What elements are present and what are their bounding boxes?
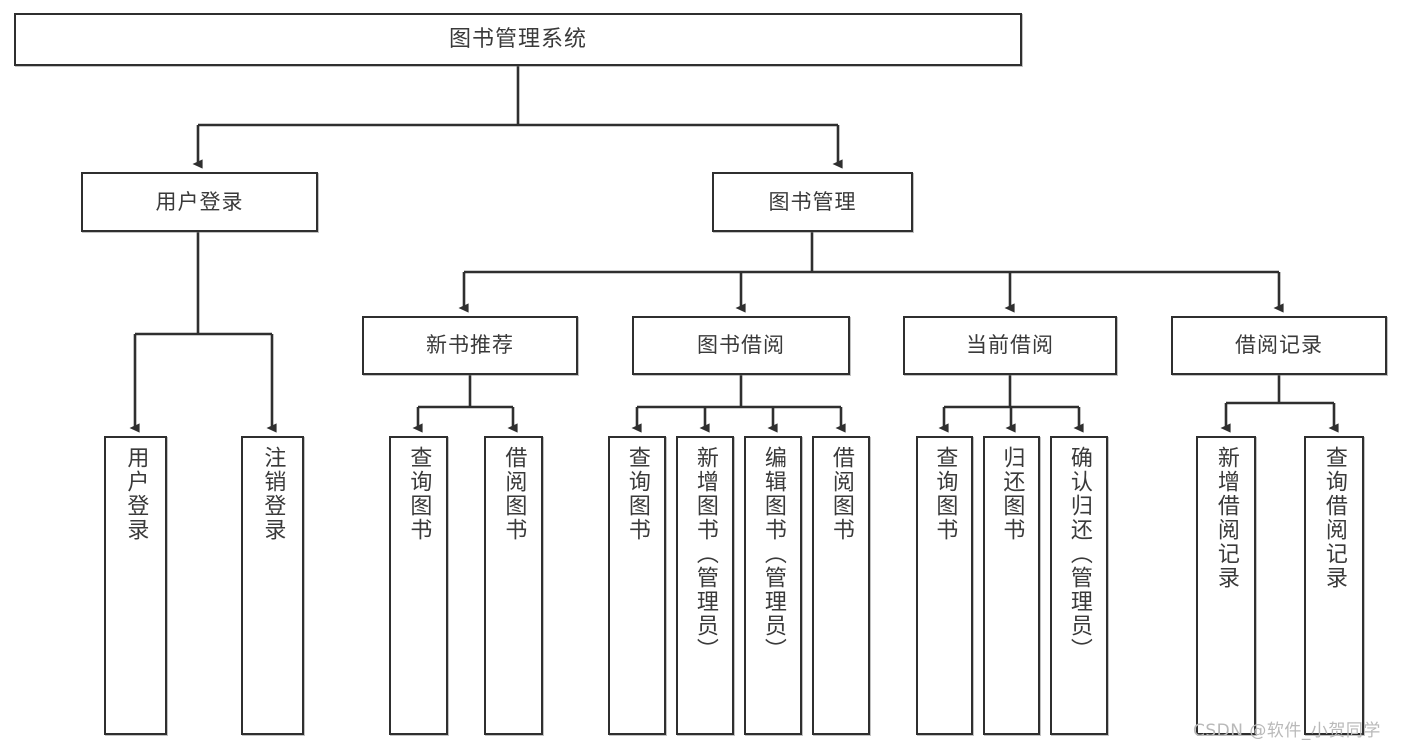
node-label: 注销登录 <box>260 446 286 542</box>
node-label: 编辑图书（管理员） <box>760 446 786 662</box>
node-root-system[interactable]: 图书管理系统 <box>14 13 1022 66</box>
node-new-book-recommend[interactable]: 新书推荐 <box>362 316 578 375</box>
node-label: 图书管理系统 <box>448 26 587 52</box>
node-leaf-user-login[interactable]: 用户登录 <box>104 436 167 735</box>
node-label: 新增借阅记录 <box>1213 446 1239 590</box>
node-leaf-borrow-book-2[interactable]: 借阅图书 <box>812 436 870 735</box>
node-leaf-query-book-1[interactable]: 查询图书 <box>389 436 448 735</box>
node-label: 当前借阅 <box>966 333 1054 358</box>
node-leaf-add-record[interactable]: 新增借阅记录 <box>1196 436 1256 735</box>
node-borrow-record[interactable]: 借阅记录 <box>1171 316 1387 375</box>
node-label: 查询借阅记录 <box>1321 446 1347 590</box>
node-leaf-borrow-book-1[interactable]: 借阅图书 <box>484 436 543 735</box>
node-leaf-query-record[interactable]: 查询借阅记录 <box>1304 436 1364 735</box>
node-leaf-return-book[interactable]: 归还图书 <box>983 436 1040 735</box>
node-leaf-logout[interactable]: 注销登录 <box>241 436 304 735</box>
node-current-borrow[interactable]: 当前借阅 <box>903 316 1117 375</box>
node-label: 确认归还（管理员） <box>1066 446 1092 662</box>
node-label: 借阅记录 <box>1235 333 1323 358</box>
node-leaf-edit-book[interactable]: 编辑图书（管理员） <box>744 436 802 735</box>
node-label: 借阅图书 <box>828 446 854 542</box>
node-label: 新书推荐 <box>426 333 514 358</box>
node-label: 归还图书 <box>999 446 1025 542</box>
node-leaf-confirm-return[interactable]: 确认归还（管理员） <box>1050 436 1108 735</box>
node-label: 新增图书（管理员） <box>692 446 718 662</box>
node-leaf-query-book-3[interactable]: 查询图书 <box>916 436 973 735</box>
csdn-watermark: CSDN @软件_小贺同学 <box>1193 721 1381 741</box>
node-label: 图书借阅 <box>697 333 785 358</box>
node-label: 用户登录 <box>155 189 244 214</box>
node-label: 用户登录 <box>123 446 149 542</box>
node-user-login[interactable]: 用户登录 <box>81 172 318 232</box>
node-book-borrow[interactable]: 图书借阅 <box>632 316 850 375</box>
node-label: 图书管理 <box>768 189 857 214</box>
node-leaf-query-book-2[interactable]: 查询图书 <box>608 436 666 735</box>
node-label: 查询图书 <box>932 446 958 542</box>
node-book-manage[interactable]: 图书管理 <box>712 172 913 232</box>
node-label: 查询图书 <box>406 446 432 542</box>
node-label: 查询图书 <box>624 446 650 542</box>
node-leaf-add-book[interactable]: 新增图书（管理员） <box>676 436 734 735</box>
node-label: 借阅图书 <box>501 446 527 542</box>
